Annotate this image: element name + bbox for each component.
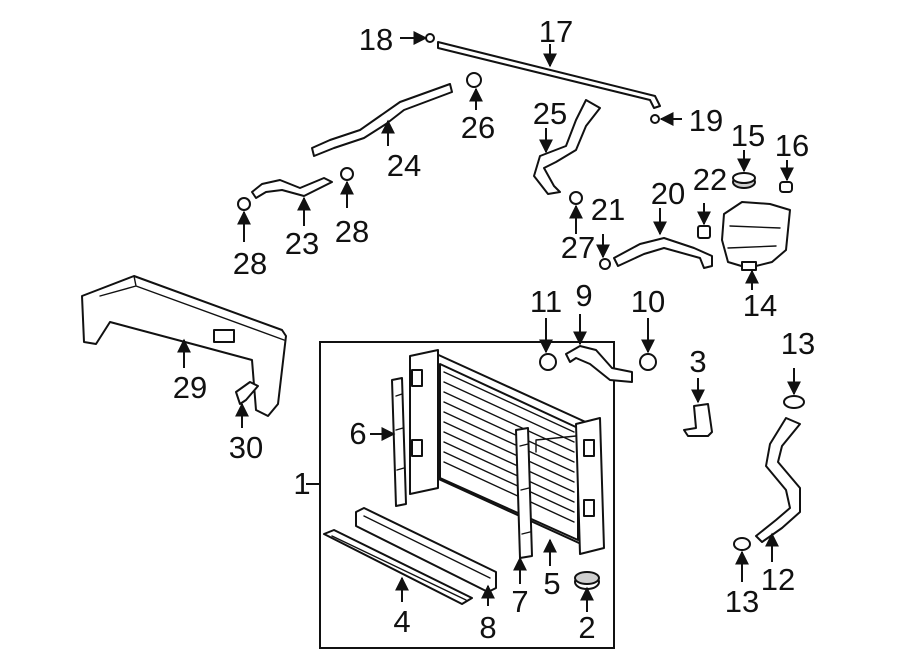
reservoir-cap: [732, 172, 756, 189]
bypass-hose: [533, 99, 601, 195]
lower-baffle: [355, 507, 497, 593]
hose-clamp-21: [599, 258, 611, 270]
callout-9: 9: [575, 278, 592, 313]
callout-16: 16: [775, 128, 809, 163]
callout-13-upper: 13: [781, 326, 815, 361]
callout-10: 10: [631, 284, 665, 319]
coolant-reservoir: [721, 201, 791, 271]
reservoir-hose-long: [437, 41, 661, 109]
hose-clamp-22: [697, 225, 711, 239]
callout-11: 11: [530, 284, 562, 319]
hose-clamp-13-lower: [733, 537, 751, 551]
side-baffle-left: [391, 377, 407, 507]
callout-1: 1: [293, 466, 310, 501]
assembly-group-box: [319, 341, 615, 649]
hose-clamp-27: [569, 191, 583, 205]
callout-8: 8: [479, 610, 496, 645]
callout-28-left: 28: [233, 246, 267, 281]
hose-clamp-10: [639, 353, 657, 371]
callout-18: 18: [359, 22, 393, 57]
radiator: [409, 349, 605, 555]
callout-25: 25: [533, 96, 567, 131]
callout-12: 12: [761, 562, 795, 597]
lower-seal: [323, 529, 473, 605]
callout-26: 26: [461, 110, 495, 145]
overflow-hose: [613, 237, 713, 269]
callout-15: 15: [731, 118, 765, 153]
callout-24: 24: [387, 148, 421, 183]
callout-23: 23: [285, 226, 319, 261]
callout-5: 5: [543, 566, 560, 601]
callout-28-right: 28: [335, 214, 369, 249]
callout-20: 20: [651, 176, 685, 211]
callout-3: 3: [689, 344, 706, 379]
callout-14: 14: [743, 288, 777, 323]
hose-clamp-28-left: [237, 197, 251, 211]
callout-21: 21: [591, 192, 625, 227]
hose-clamp-19: [650, 114, 660, 124]
lower-radiator-hose: [755, 417, 801, 543]
hose-clamp-28-right: [340, 167, 354, 181]
hose-clamp-26: [466, 72, 482, 88]
side-baffle-right: [515, 427, 533, 559]
callout-22: 22: [693, 162, 727, 197]
leader-lines: [177, 31, 801, 612]
callout-19: 19: [689, 103, 723, 138]
callout-7: 7: [511, 584, 528, 619]
reservoir-plug: [779, 181, 793, 193]
mounting-bracket: [683, 403, 713, 437]
lower-hose-short: [565, 345, 633, 383]
heater-hose-upper: [311, 83, 453, 157]
radiator-insulator: [574, 571, 600, 590]
callout-30: 30: [229, 430, 263, 465]
callout-2: 2: [578, 610, 595, 645]
callout-4: 4: [393, 604, 410, 639]
callout-6: 6: [349, 416, 366, 451]
callout-17: 17: [539, 14, 573, 49]
heater-hose-short: [251, 177, 333, 199]
callout-27: 27: [561, 230, 595, 265]
deflector-clip: [235, 381, 259, 405]
callout-13-lower: 13: [725, 584, 759, 619]
hose-clamp-13-upper: [783, 395, 805, 409]
air-deflector: [81, 275, 287, 417]
callout-29: 29: [173, 370, 207, 405]
hose-clamp-18: [425, 33, 435, 43]
hose-clamp-11: [539, 353, 557, 371]
